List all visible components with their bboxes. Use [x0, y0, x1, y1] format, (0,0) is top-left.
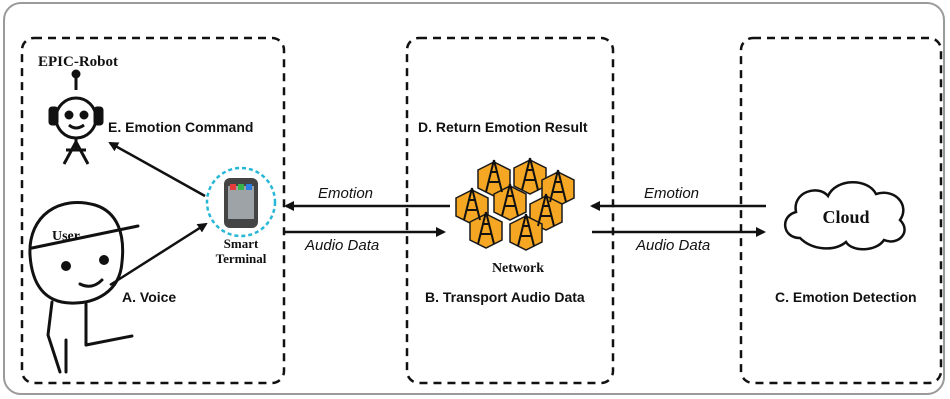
step-a-label: A. Voice — [122, 289, 176, 305]
smart-terminal-label-2: Terminal — [216, 251, 267, 266]
network-box — [405, 36, 615, 385]
client-box — [20, 36, 286, 385]
step-c-label: C. Emotion Detection — [775, 289, 917, 305]
network-icon — [455, 157, 575, 251]
user-icon — [28, 200, 140, 374]
step-e-label: E. Emotion Command — [108, 119, 253, 135]
arrow-user-to-terminal — [109, 222, 208, 287]
audio-right-label: Audio Data — [635, 237, 710, 254]
step-d-label: D. Return Emotion Result — [418, 119, 588, 135]
smart-terminal-icon — [205, 166, 277, 238]
user-label: User — [52, 229, 80, 244]
network-label: Network — [492, 261, 544, 276]
robot-icon — [48, 69, 104, 165]
robot-label: EPIC-Robot — [38, 54, 118, 70]
arrow-terminal-to-robot — [108, 141, 206, 198]
outer-frame — [3, 2, 945, 395]
cloud-box — [739, 36, 943, 385]
cloud-icon — [784, 181, 906, 251]
cloud-label: Cloud — [822, 207, 869, 227]
emotion-right-label: Emotion — [644, 185, 699, 202]
audio-left-label: Audio Data — [304, 237, 379, 254]
smart-terminal-label-1: Smart — [224, 236, 259, 251]
emotion-left-label: Emotion — [318, 185, 373, 202]
step-b-label: B. Transport Audio Data — [425, 289, 585, 305]
